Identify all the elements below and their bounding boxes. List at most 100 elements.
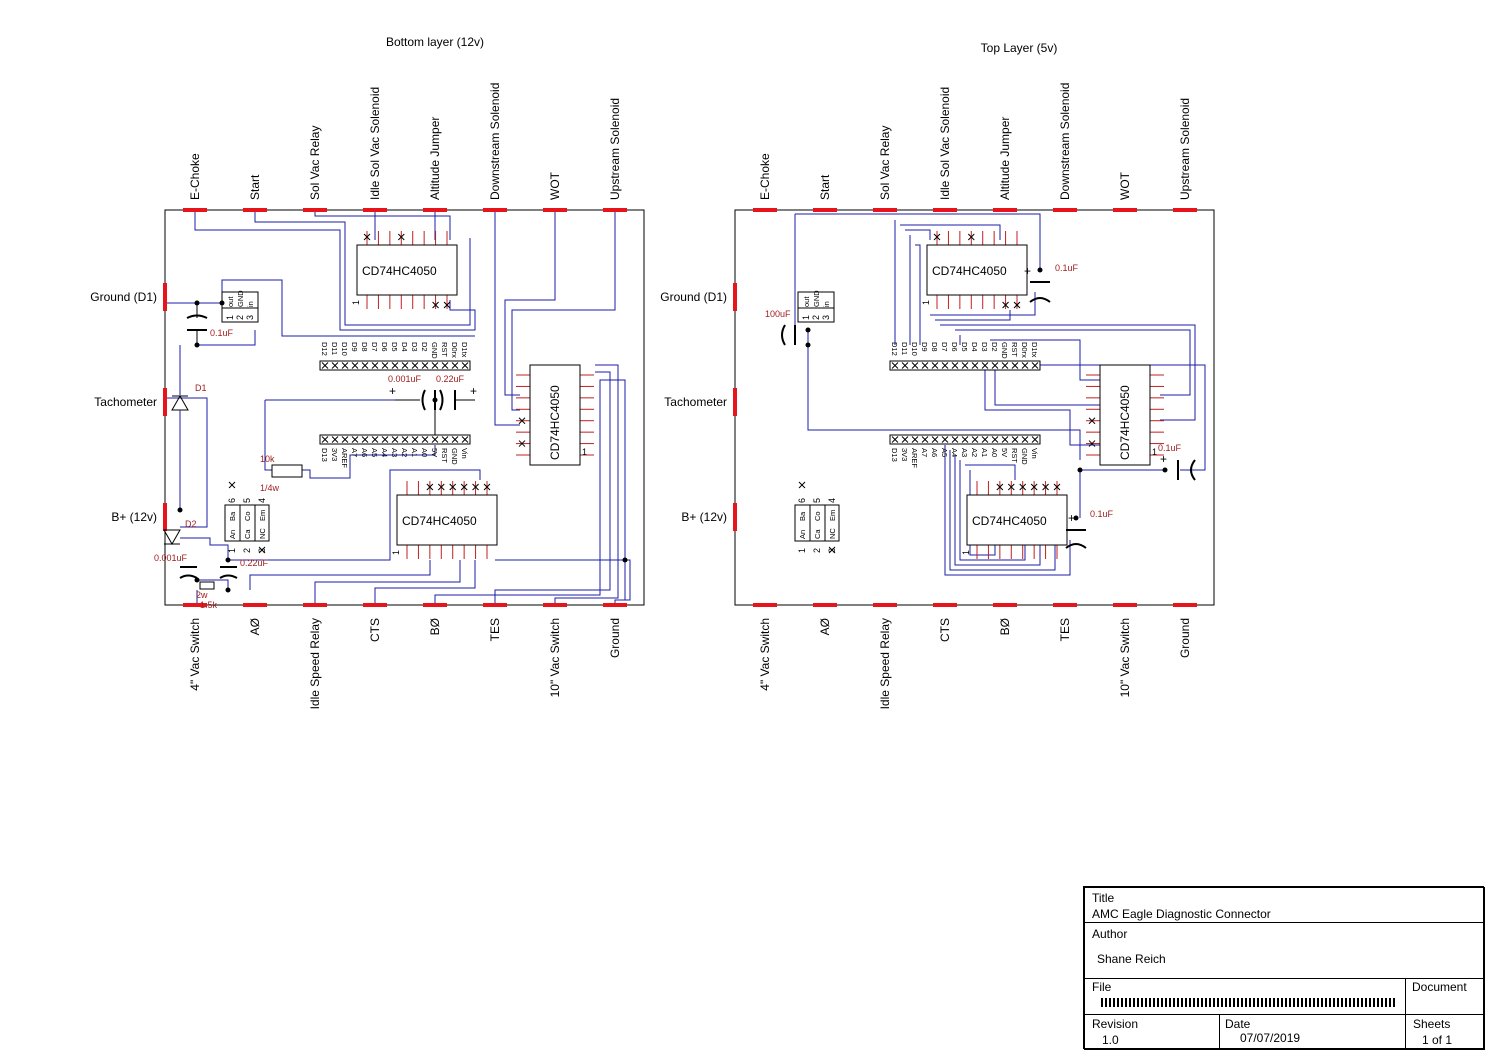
file-path-redacted (1101, 998, 1397, 1007)
svg-text:1: 1 (797, 548, 807, 553)
header-pin-label: D4 (970, 342, 979, 352)
bottom-resistor2-power: 2w (196, 590, 208, 600)
optocoupler-pin-label: NC (828, 528, 837, 539)
optocoupler-pin-label: NC (258, 528, 267, 539)
optocoupler-pin-label: Ba (798, 511, 807, 521)
header-pin-label: D5 (390, 342, 399, 352)
bottom-cap-header-a-value: 0.001uF (388, 374, 422, 384)
optocoupler-pin-label: Co (813, 511, 822, 521)
header-pin-label: D13 (320, 448, 329, 462)
header-pin-label: D9 (350, 342, 359, 352)
header-pin-label: A2 (970, 448, 979, 457)
header-pin-label: A7 (350, 448, 359, 457)
connector-label-bottom-1: AØ (818, 618, 832, 635)
title-cell: Title AMC Eagle Diagnostic Connector (1084, 887, 1485, 923)
bottom-diode-d2-label: D2 (185, 519, 197, 529)
header-pin-label: D8 (930, 342, 939, 352)
connector-label-bottom-4: BØ (428, 618, 442, 635)
header-pin-label: GND (430, 342, 439, 359)
header-pin-label: RST (1010, 342, 1019, 357)
regulator-pin-label: out (802, 296, 811, 307)
connector-label-top-4: Altitude Jumper (998, 117, 1012, 200)
header-pin-label: D2 (420, 342, 429, 352)
header-pin-label: D10 (340, 342, 349, 356)
author-value: Shane Reich (1097, 952, 1166, 966)
connector-label-bottom-0: 4" Vac Switch (758, 618, 772, 691)
optocoupler-pin-label: Em (258, 510, 267, 521)
header-pin-label: D13 (890, 448, 899, 462)
header-pin-label: D9 (920, 342, 929, 352)
header-pin-label: D6 (380, 342, 389, 352)
header-pin-label: A4 (950, 448, 959, 457)
header-pin-label: D3 (980, 342, 989, 352)
header-pin-label: D7 (940, 342, 949, 352)
revision-cell: Revision 1.0 (1084, 1014, 1220, 1050)
svg-text:1: 1 (961, 550, 971, 555)
connector-label-top-0: E-Choke (188, 153, 202, 200)
header-pin-label: D10 (910, 342, 919, 356)
top-cap-chip1-value: 0.1uF (1055, 263, 1079, 273)
connector-label-top-0: E-Choke (758, 153, 772, 200)
optocoupler-pin-label: Ca (813, 529, 822, 539)
svg-text:6: 6 (227, 498, 237, 503)
bottom-cap-b-b-value: 0.22uF (240, 558, 269, 568)
svg-text:1: 1 (391, 550, 401, 555)
header-pin-label: AREF (910, 448, 919, 468)
connector-label-left-2: B+ (12v) (111, 510, 157, 524)
top-cap-chip3-value: 0.1uF (1090, 509, 1114, 519)
svg-text:+: + (1068, 511, 1075, 525)
connector-label-bottom-2: Idle Speed Relay (878, 618, 892, 709)
regulator-pin-label: in (822, 301, 831, 307)
sheets-cell: Sheets 1 of 1 (1405, 1014, 1485, 1050)
header-pin-label: D8 (360, 342, 369, 352)
header-pin-label: D7 (370, 342, 379, 352)
connector-label-bottom-3: CTS (368, 618, 382, 642)
connector-label-left-2: B+ (12v) (681, 510, 727, 524)
connector-label-top-5: Downstream Solenoid (488, 83, 502, 200)
header-pin-label: 3V3 (900, 448, 909, 461)
document-label: Document (1412, 980, 1467, 994)
svg-text:+: + (389, 384, 396, 398)
bottom-diode-d1: D1 (171, 383, 207, 510)
connector-label-top-7: Upstream Solenoid (1178, 98, 1192, 200)
connector-label-top-1: Start (248, 174, 262, 200)
connector-label-bottom-3: CTS (938, 618, 952, 642)
connector-label-bottom-1: AØ (248, 618, 262, 635)
header-pin-label: D1tx (460, 342, 469, 358)
svg-text:3: 3 (821, 315, 831, 320)
top-optocoupler: AnBa61CaCo52NCEm43 (794, 481, 840, 554)
bottom-resistor2-value: 1.5k (200, 600, 218, 610)
revision-value: 1.0 (1102, 1033, 1119, 1047)
header-pin-label: A6 (930, 448, 939, 457)
header-pin-label: D11 (900, 342, 909, 355)
header-pin-label: D6 (950, 342, 959, 352)
header-pin-label: AREF (340, 448, 349, 468)
date-value: 07/07/2019 (1240, 1031, 1301, 1045)
svg-text:4: 4 (257, 498, 267, 503)
top-cap-chip2: + 0.1uF (1158, 443, 1196, 481)
chip-label: CD74HC4050 (972, 514, 1047, 528)
sheets-label: Sheets (1413, 1017, 1451, 1031)
chip-label: CD74HC4050 (362, 264, 437, 278)
header-pin-label: D3 (410, 342, 419, 352)
header-pin-label: GND (1000, 342, 1009, 359)
svg-text:2: 2 (235, 315, 245, 320)
header-pin-label: A7 (920, 448, 929, 457)
title-block: Title AMC Eagle Diagnostic Connector Aut… (1083, 886, 1485, 1050)
header-pin-label: D2 (990, 342, 999, 352)
connector-label-bottom-6: 10" Vac Switch (1118, 618, 1132, 697)
svg-text:2: 2 (812, 548, 822, 553)
optocoupler-pin-label: Co (243, 511, 252, 521)
header-pin-label: A3 (960, 448, 969, 457)
connector-label-bottom-7: Ground (1178, 618, 1192, 658)
optocoupler-pin-label: Ca (243, 529, 252, 539)
connector-label-bottom-5: TES (488, 618, 502, 641)
connector-label-top-6: WOT (1118, 171, 1132, 200)
